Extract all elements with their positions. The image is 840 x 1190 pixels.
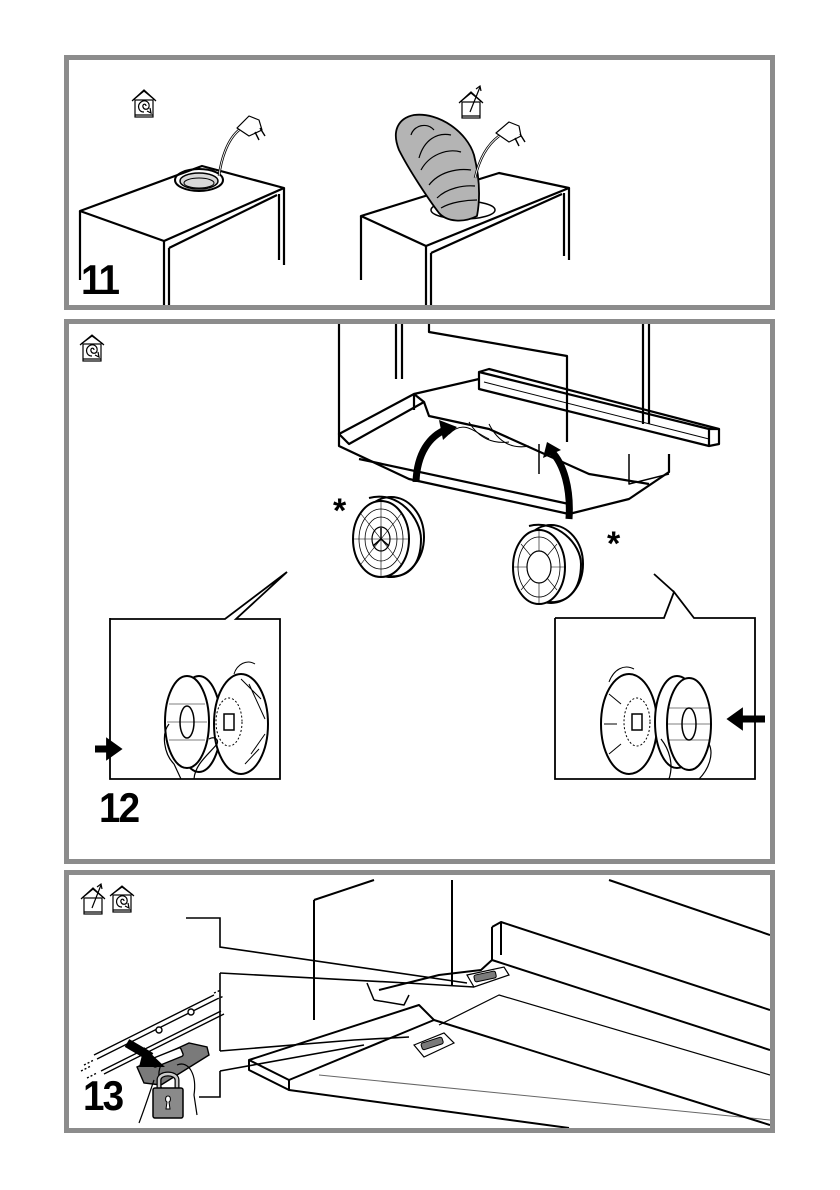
step-11-panel: 11 bbox=[64, 55, 775, 310]
callout-leader-lines bbox=[186, 917, 475, 1098]
detail-callout-left bbox=[95, 571, 288, 780]
insert-arrow-icon bbox=[543, 442, 573, 520]
lock-tab bbox=[466, 966, 510, 988]
cabinet-extraction bbox=[359, 113, 571, 305]
step-13-illustration bbox=[80, 879, 770, 1128]
extraction-mode-icon bbox=[80, 882, 106, 915]
optional-accessory-marker: * bbox=[607, 525, 621, 563]
cooker-hood bbox=[337, 324, 721, 516]
step-11-illustration bbox=[78, 84, 571, 305]
step-12-panel: * * 12 bbox=[64, 319, 775, 864]
step-number: 12 bbox=[99, 784, 140, 831]
recirculation-mode-icon bbox=[109, 885, 135, 913]
carbon-filter-left bbox=[352, 495, 425, 578]
recirculation-mode-icon bbox=[131, 89, 157, 118]
carbon-filter-right bbox=[512, 523, 584, 605]
lock-tab bbox=[413, 1032, 456, 1058]
step-number: 13 bbox=[83, 1072, 124, 1119]
step-13-panel: 13 bbox=[64, 870, 775, 1133]
extraction-mode-icon bbox=[458, 84, 484, 119]
cabinet-recirculation bbox=[78, 115, 286, 305]
step-number: 11 bbox=[81, 256, 120, 303]
detail-callout-right bbox=[554, 573, 765, 780]
padlock-icon bbox=[152, 1071, 184, 1119]
optional-accessory-marker: * bbox=[333, 492, 347, 530]
recirculation-mode-icon bbox=[79, 334, 105, 362]
step-12-illustration bbox=[79, 324, 765, 780]
telescopic-hood bbox=[248, 879, 770, 1128]
push-arrow-icon bbox=[124, 1039, 165, 1067]
insert-arrow-icon bbox=[412, 420, 457, 483]
